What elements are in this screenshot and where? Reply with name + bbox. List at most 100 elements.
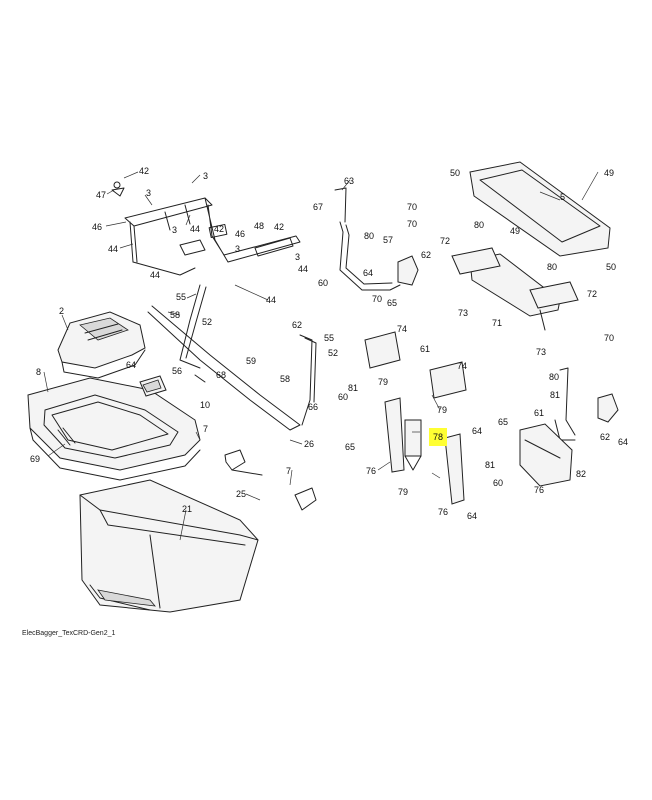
callout: 72 — [587, 289, 597, 299]
callout: 42 — [139, 166, 149, 176]
callout: 7 — [286, 466, 291, 476]
callout: 3 — [203, 171, 208, 181]
callout: 26 — [304, 439, 314, 449]
callout: 61 — [534, 408, 544, 418]
callout: 3 — [235, 244, 240, 254]
callout: 49 — [604, 168, 614, 178]
callout: 74 — [397, 324, 407, 334]
center-tube — [334, 187, 419, 291]
callout: 52 — [202, 317, 212, 327]
bag-top — [57, 311, 146, 379]
callout: 78 — [433, 432, 443, 442]
callout: 60 — [318, 278, 328, 288]
callout: 50 — [606, 262, 616, 272]
callout: 79 — [437, 405, 447, 415]
callout: 63 — [344, 176, 354, 186]
latch-part — [139, 375, 167, 397]
callout: 48 — [254, 221, 264, 231]
callout: 59 — [246, 356, 256, 366]
callout: 3 — [146, 188, 151, 198]
callout: 76 — [438, 507, 448, 517]
callout: 44 — [190, 224, 200, 234]
callout: 44 — [266, 295, 276, 305]
callout: 46 — [92, 222, 102, 232]
callout: 55 — [176, 292, 186, 302]
right-tube-assembly — [519, 367, 619, 487]
callout: 67 — [313, 202, 323, 212]
callout: 70 — [407, 202, 417, 212]
callout: 72 — [440, 236, 450, 246]
callout-labels: 42 47 3 3 46 44 44 3 44 42 46 48 42 3 3 … — [30, 166, 628, 521]
callout: 64 — [472, 426, 482, 436]
callout: 81 — [550, 390, 560, 400]
callout: 61 — [420, 344, 430, 354]
callout: 7 — [203, 424, 208, 434]
callout: 52 — [328, 348, 338, 358]
callout: 79 — [378, 377, 388, 387]
callout: 3 — [172, 225, 177, 235]
callout: 10 — [200, 400, 210, 410]
callout: 44 — [150, 270, 160, 280]
callout: 50 — [450, 168, 460, 178]
callout: 70 — [372, 294, 382, 304]
callout: 8 — [36, 367, 41, 377]
callout: 81 — [485, 460, 495, 470]
bag-body — [79, 479, 259, 613]
callout: 71 — [492, 318, 502, 328]
callout: 79 — [398, 487, 408, 497]
callout: 2 — [59, 306, 64, 316]
callout: 47 — [96, 190, 106, 200]
callout: 49 — [510, 226, 520, 236]
callout: 76 — [534, 485, 544, 495]
callout: 55 — [324, 333, 334, 343]
callout: 62 — [292, 320, 302, 330]
callout: 60 — [338, 392, 348, 402]
callout: 42 — [214, 224, 224, 234]
callout: 57 — [383, 235, 393, 245]
callout: 65 — [387, 298, 397, 308]
callout: 3 — [295, 252, 300, 262]
callout: 25 — [236, 489, 246, 499]
springs — [224, 449, 317, 511]
handle-frame-assembly — [111, 181, 301, 276]
highlighted-callout-bg — [429, 428, 447, 446]
callout: 58 — [280, 374, 290, 384]
callout: 66 — [308, 402, 318, 412]
callout: 62 — [421, 250, 431, 260]
callout: 56 — [172, 366, 182, 376]
callout: 44 — [108, 244, 118, 254]
middle-brackets — [364, 331, 467, 505]
callout: 64 — [467, 511, 477, 521]
callout: 73 — [536, 347, 546, 357]
callout: 74 — [457, 361, 467, 371]
callout: 5 — [560, 192, 565, 202]
callout: 68 — [216, 370, 226, 380]
callout: 64 — [363, 268, 373, 278]
callout: 65 — [498, 417, 508, 427]
callout: 70 — [407, 219, 417, 229]
callout: 46 — [235, 229, 245, 239]
callout: 58 — [170, 310, 180, 320]
callout: 82 — [576, 469, 586, 479]
diagram-caption: ElecBagger_TexCRD-Gen2_1 — [22, 630, 116, 637]
leader-lines — [43, 171, 599, 541]
callout: 73 — [458, 308, 468, 318]
frame-rods — [147, 284, 317, 431]
callout: 64 — [618, 437, 628, 447]
callout: 80 — [364, 231, 374, 241]
callout: 80 — [547, 262, 557, 272]
callout: 80 — [474, 220, 484, 230]
callout: 60 — [493, 478, 503, 488]
callout: 42 — [274, 222, 284, 232]
callout: 81 — [348, 383, 358, 393]
callout: 70 — [604, 333, 614, 343]
callout: 44 — [298, 264, 308, 274]
callout: 62 — [600, 432, 610, 442]
bag-cover — [27, 377, 201, 481]
rear-frame — [451, 161, 611, 331]
callout: 64 — [126, 360, 136, 370]
callout: 80 — [549, 372, 559, 382]
callout: 65 — [345, 442, 355, 452]
callout: 21 — [182, 504, 192, 514]
